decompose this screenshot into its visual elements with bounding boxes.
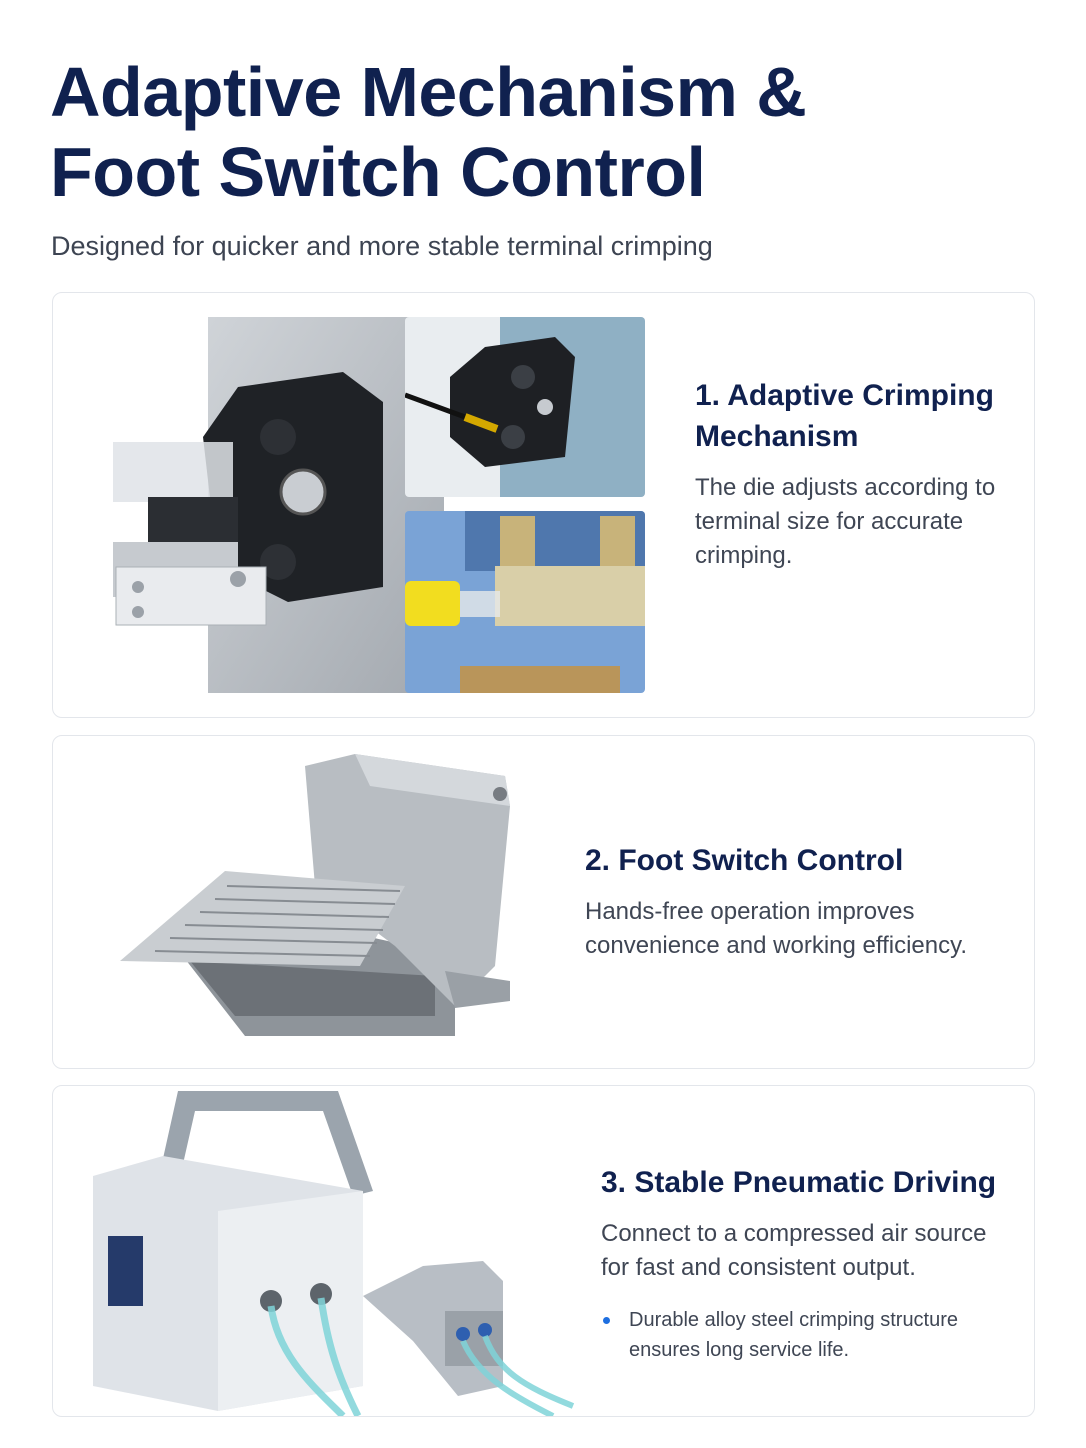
feature-card-adaptive-crimping: 1. Adaptive Crimping Mechanism The die a… xyxy=(52,292,1035,718)
foot-pedal-photo xyxy=(115,746,527,1056)
feature-bullet: Durable alloy steel crimping structure e… xyxy=(601,1305,1001,1365)
pneumatic-unit-photo xyxy=(83,1086,583,1416)
feature-title: 3. Stable Pneumatic Driving xyxy=(601,1166,997,1199)
feature-description: The die adjusts according to terminal si… xyxy=(695,474,996,569)
crimping-head-photo xyxy=(108,317,444,693)
page-title-line2: Foot Switch Control xyxy=(50,133,706,211)
page-title-line1: Adaptive Mechanism & xyxy=(50,53,807,131)
feature-card-foot-switch: 2. Foot Switch Control Hands-free operat… xyxy=(52,735,1035,1069)
feature-text-adaptive-crimping: 1. Adaptive Crimping Mechanism The die a… xyxy=(695,375,1025,573)
crimping-die-closeup-photo xyxy=(405,317,645,497)
page-subtitle: Designed for quicker and more stable ter… xyxy=(51,231,713,261)
feature-description: Connect to a compressed air source for f… xyxy=(601,1220,987,1281)
bullet-dot-icon xyxy=(603,1317,610,1324)
page-title: Adaptive Mechanism & Foot Switch Control xyxy=(50,52,807,212)
feature-title: 2. Foot Switch Control xyxy=(585,844,904,877)
feature-bullet-text: Durable alloy steel crimping structure e… xyxy=(629,1309,959,1361)
feature-text-foot-switch: 2. Foot Switch Control Hands-free operat… xyxy=(585,840,1005,963)
terminal-block-cutaway-photo xyxy=(405,511,645,693)
feature-title: 1. Adaptive Crimping Mechanism xyxy=(695,379,994,453)
feature-description: Hands-free operation improves convenienc… xyxy=(585,898,968,959)
feature-text-pneumatic-driving: 3. Stable Pneumatic Driving Connect to a… xyxy=(601,1162,1001,1365)
feature-card-pneumatic-driving: 3. Stable Pneumatic Driving Connect to a… xyxy=(52,1085,1035,1417)
